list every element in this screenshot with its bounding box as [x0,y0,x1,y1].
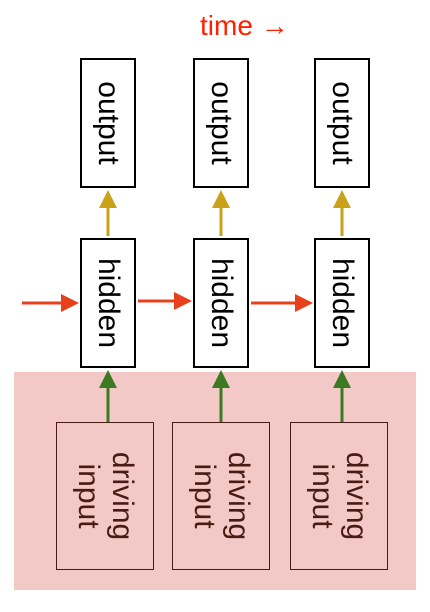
input-box-3: driving input [290,422,388,570]
output-box-2: output [193,58,249,188]
output-box-1: output [80,58,136,188]
hidden-box-2: hidden [193,238,249,368]
time-label: time → [200,10,289,41]
output-box-3: output [314,58,370,188]
input-region [14,372,416,590]
hidden-box-1: hidden [80,238,136,368]
hidden-box-3: hidden [314,238,370,368]
input-box-2: driving input [172,422,270,570]
input-box-1: driving input [56,422,154,570]
